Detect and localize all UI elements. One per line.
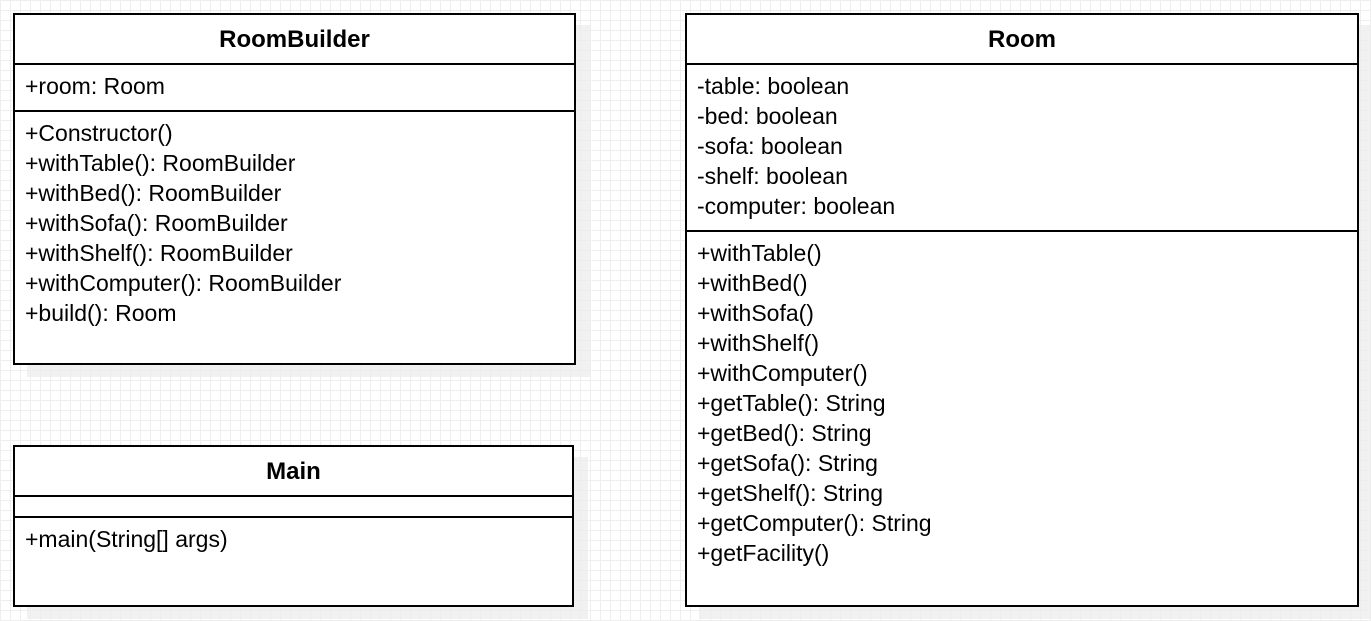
- attribute-room: +room: Room: [25, 73, 165, 99]
- method-with-shelf: +withShelf(): RoomBuilder: [25, 240, 293, 266]
- method-with-shelf: +withShelf(): [697, 330, 820, 356]
- method-with-computer: +withComputer(): RoomBuilder: [25, 270, 342, 296]
- class-name: RoomBuilder: [15, 15, 574, 65]
- class-name: Room: [687, 15, 1357, 65]
- methods-compartment: +main(String[] args): [15, 518, 572, 605]
- class-box-room[interactable]: Room -table: boolean -bed: boolean -sofa…: [685, 13, 1359, 607]
- attribute-shelf: -shelf: boolean: [697, 163, 848, 189]
- method-with-bed: +withBed(): RoomBuilder: [25, 180, 282, 206]
- class-box-roombuilder[interactable]: RoomBuilder +room: Room +Constructor() +…: [13, 13, 576, 365]
- method-with-table: +withTable(): [697, 240, 822, 266]
- attribute-table: -table: boolean: [697, 73, 850, 99]
- method-get-computer: +getComputer(): String: [697, 510, 932, 536]
- method-get-sofa: +getSofa(): String: [697, 450, 878, 476]
- method-get-bed: +getBed(): String: [697, 420, 872, 446]
- class-box-main[interactable]: Main +main(String[] args): [13, 445, 574, 607]
- method-with-table: +withTable(): RoomBuilder: [25, 150, 296, 176]
- method-with-bed: +withBed(): [697, 270, 808, 296]
- method-with-computer: +withComputer(): [697, 360, 868, 386]
- method-build: +build(): Room: [25, 300, 177, 326]
- attributes-compartment: [15, 497, 572, 518]
- method-main: +main(String[] args): [25, 526, 228, 552]
- attribute-bed: -bed: boolean: [697, 103, 838, 129]
- attributes-compartment: +room: Room: [15, 65, 574, 112]
- attribute-sofa: -sofa: boolean: [697, 133, 843, 159]
- method-with-sofa: +withSofa(): RoomBuilder: [25, 210, 288, 236]
- methods-compartment: +withTable() +withBed() +withSofa() +wit…: [687, 232, 1357, 605]
- method-get-shelf: +getShelf(): String: [697, 480, 884, 506]
- method-get-facility: +getFacility(): [697, 540, 830, 566]
- class-name: Main: [15, 447, 572, 497]
- attributes-compartment: -table: boolean -bed: boolean -sofa: boo…: [687, 65, 1357, 232]
- attribute-computer: -computer: boolean: [697, 193, 896, 219]
- methods-compartment: +Constructor() +withTable(): RoomBuilder…: [15, 112, 574, 363]
- method-with-sofa: +withSofa(): [697, 300, 814, 326]
- method-get-table: +getTable(): String: [697, 390, 886, 416]
- method-constructor: +Constructor(): [25, 120, 173, 146]
